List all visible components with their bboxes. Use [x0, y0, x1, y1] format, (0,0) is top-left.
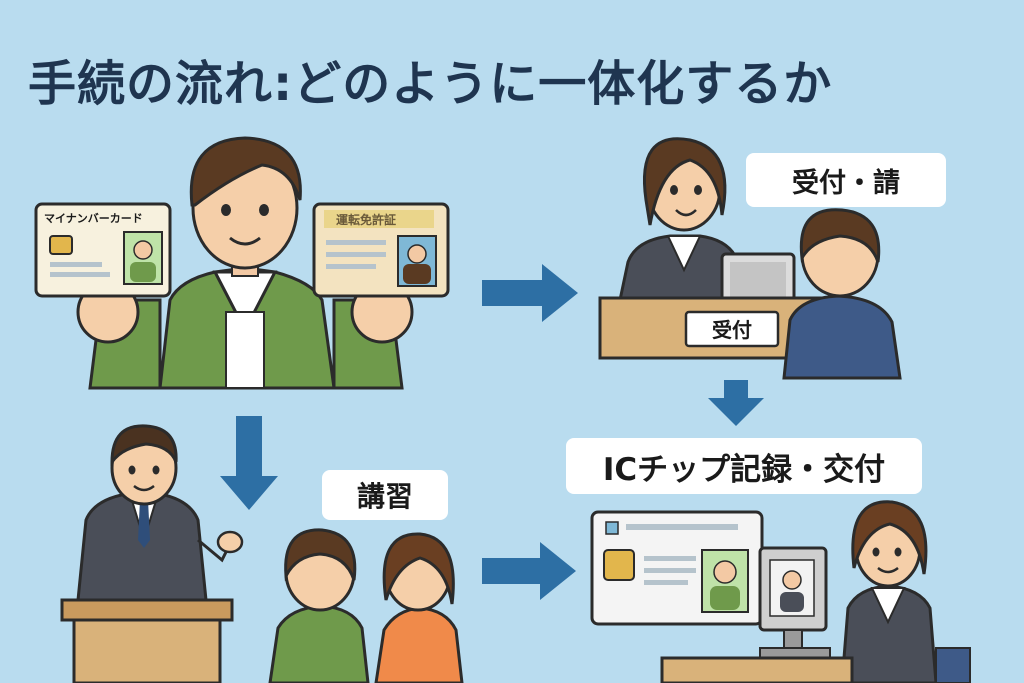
reception-clerk	[618, 137, 748, 302]
clerk-at-computer	[840, 500, 971, 683]
lecturer	[76, 424, 244, 602]
driver-license-card: 運転免許証	[312, 202, 450, 298]
attendee-woman	[374, 532, 464, 683]
arrow-down-2	[708, 380, 764, 426]
arrow-right-1	[482, 264, 578, 322]
page-title: 手続の流れ:どのように一体化するか	[28, 56, 833, 112]
podium	[60, 598, 234, 683]
arrow-right-2	[482, 542, 576, 600]
license-card-title: 運転免許証	[336, 212, 396, 227]
desk-sign-text: 受付	[712, 318, 752, 342]
front-desk-bottom	[660, 656, 854, 683]
reception-step-label: 受付・請	[746, 153, 946, 207]
attendee-man	[268, 528, 370, 683]
mynumber-card-title: マイナンバーカード	[44, 212, 143, 225]
reception-desk: 受付	[598, 296, 824, 360]
lecture-step-label: 講習	[322, 470, 448, 520]
arrow-down-1	[220, 416, 278, 510]
ic-record-step-label: ICチップ記録・交付	[566, 438, 922, 494]
applicant-back	[782, 208, 902, 380]
reception-monitor	[720, 252, 796, 308]
mynumber-card: マイナンバーカード	[34, 202, 172, 298]
computer-monitor	[758, 546, 831, 659]
ic-chip-icon	[603, 549, 635, 581]
issued-card-screen	[590, 510, 764, 626]
